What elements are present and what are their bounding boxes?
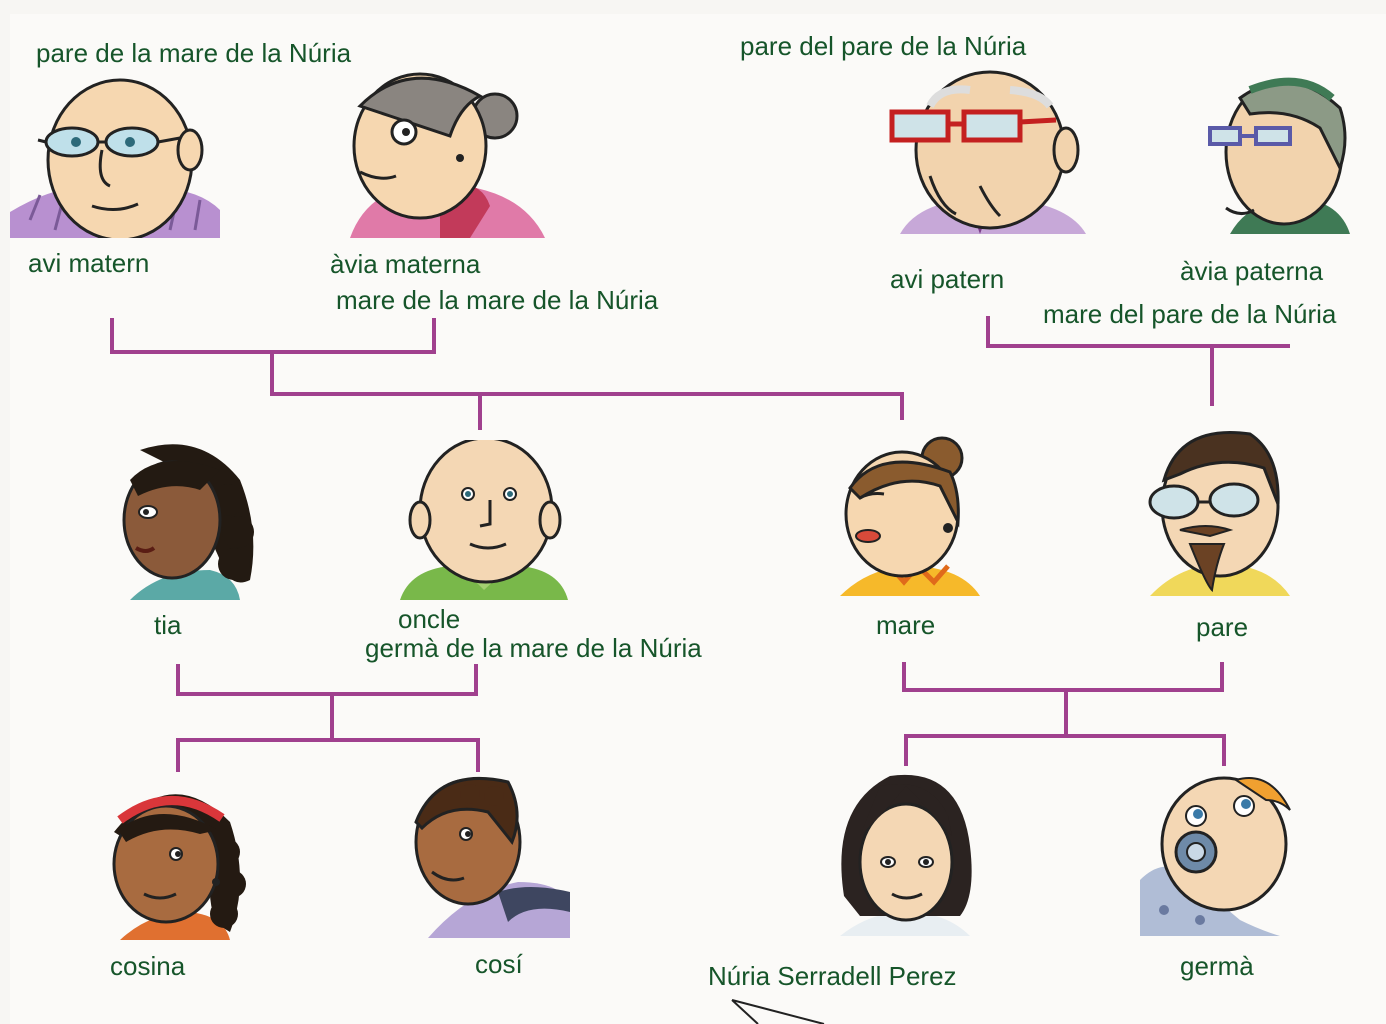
aunt-portrait (110, 440, 260, 600)
bald-grandfather-glasses-icon (10, 78, 220, 238)
maternal-grandfather-description: pare de la mare de la Núria (36, 38, 352, 68)
male-cousin-portrait (408, 772, 570, 938)
nuria-portrait (830, 766, 980, 936)
mother-portrait (830, 432, 990, 596)
maternal-grandfather-label: avi matern (28, 248, 150, 278)
curly-hair-woman-icon (122, 444, 254, 600)
maternal-grandfather-portrait (10, 70, 220, 238)
uncle-label: oncle (398, 604, 461, 634)
aunt-uncle-link (176, 664, 478, 696)
woman-bun-icon (840, 436, 980, 596)
paternal-grandfather-label: avi patern (890, 264, 1005, 294)
grandmother-bun-icon (350, 72, 545, 238)
maternal-grandmother-label: àvia materna (330, 249, 481, 279)
female-cousin-label: cosina (110, 951, 186, 981)
grandmother-headband-icon (1208, 77, 1350, 234)
grandfather-red-glasses-icon (889, 70, 1086, 234)
paternal-grandfather-description: pare del pare de la Núria (740, 31, 1027, 61)
uncle-description: germà de la mare de la Núria (365, 633, 702, 663)
paternal-grandmother-label: àvia paterna (1180, 256, 1324, 286)
bald-man-icon (400, 440, 568, 600)
maternal-grandmother-portrait (330, 66, 550, 238)
speech-bubble-pointer (731, 999, 825, 1024)
paternal-grandmother-portrait (1200, 68, 1350, 234)
paternal-grandfather-portrait (880, 66, 1096, 234)
aunt-label: tia (154, 610, 182, 640)
nuria-label: Núria Serradell Perez (708, 961, 957, 991)
paternal-grandmother-description: mare del pare de la Núria (1043, 299, 1337, 329)
girl-dark-hair-icon (840, 774, 972, 936)
female-cousin-portrait (100, 772, 250, 940)
maternal-grandmother-description: mare de la mare de la Núria (336, 285, 659, 315)
boy-curly-hair-icon (414, 777, 570, 938)
man-glasses-goatee-icon (1148, 431, 1290, 596)
girl-headband-icon (112, 794, 246, 940)
paternal-grandparents-link (986, 316, 1290, 348)
maternal-children-bar (270, 392, 904, 420)
parents-link (902, 662, 1224, 692)
brother-label: germà (1180, 951, 1254, 981)
brother-portrait (1140, 770, 1300, 936)
father-label: pare (1196, 612, 1249, 642)
father-portrait (1140, 424, 1300, 596)
children-bar (904, 734, 1226, 766)
cousins-bar (176, 738, 480, 772)
male-cousin-label: cosí (475, 949, 523, 979)
baby-pacifier-icon (1140, 776, 1291, 936)
uncle-portrait (400, 440, 570, 600)
mother-label: mare (876, 610, 936, 640)
maternal-grandparents-link (110, 318, 436, 354)
